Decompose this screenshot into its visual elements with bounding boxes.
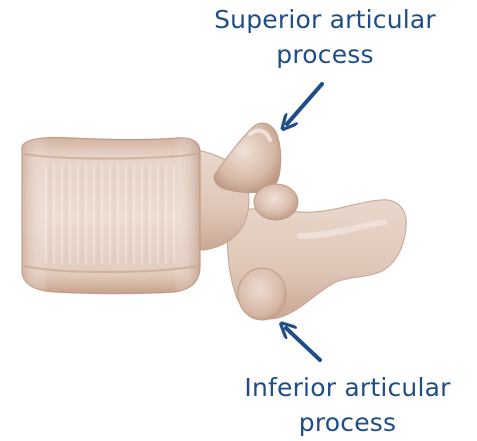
- vertebral-body: [22, 138, 200, 294]
- inferior-label-line2: process: [218, 405, 477, 440]
- articular-knob: [254, 184, 298, 220]
- inferior-articular-process: [238, 268, 286, 320]
- superior-arrow: [287, 84, 322, 124]
- superior-articular-process-label: Superior articular process: [190, 2, 460, 72]
- inferior-arrow: [286, 328, 320, 360]
- superior-articular-process: [214, 123, 281, 193]
- superior-label-line2: process: [190, 37, 460, 72]
- inferior-articular-process-label: Inferior articular process: [218, 370, 477, 440]
- superior-label-line1: Superior articular: [190, 2, 460, 37]
- inferior-label-line1: Inferior articular: [218, 370, 477, 405]
